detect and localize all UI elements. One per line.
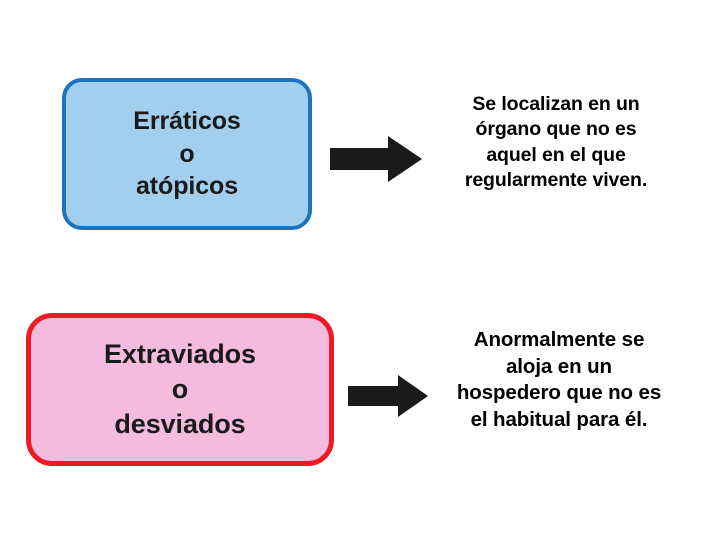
description-extraviados: Anormalmente se aloja en un hospedero qu… [456, 328, 662, 431]
term-box-extraviados[interactable]: Extraviados o desviados [26, 313, 334, 466]
term-box-extraviados-label: Extraviados o desviados [104, 338, 256, 440]
term-box-erraticos[interactable]: Erráticos o atópicos [62, 78, 312, 230]
description-erraticos: Se localizan en un órgano que no es aque… [464, 93, 648, 192]
term-box-erraticos-label: Erráticos o atópicos [133, 107, 241, 201]
right-arrow-icon [330, 136, 422, 182]
right-arrow-icon [348, 375, 428, 417]
